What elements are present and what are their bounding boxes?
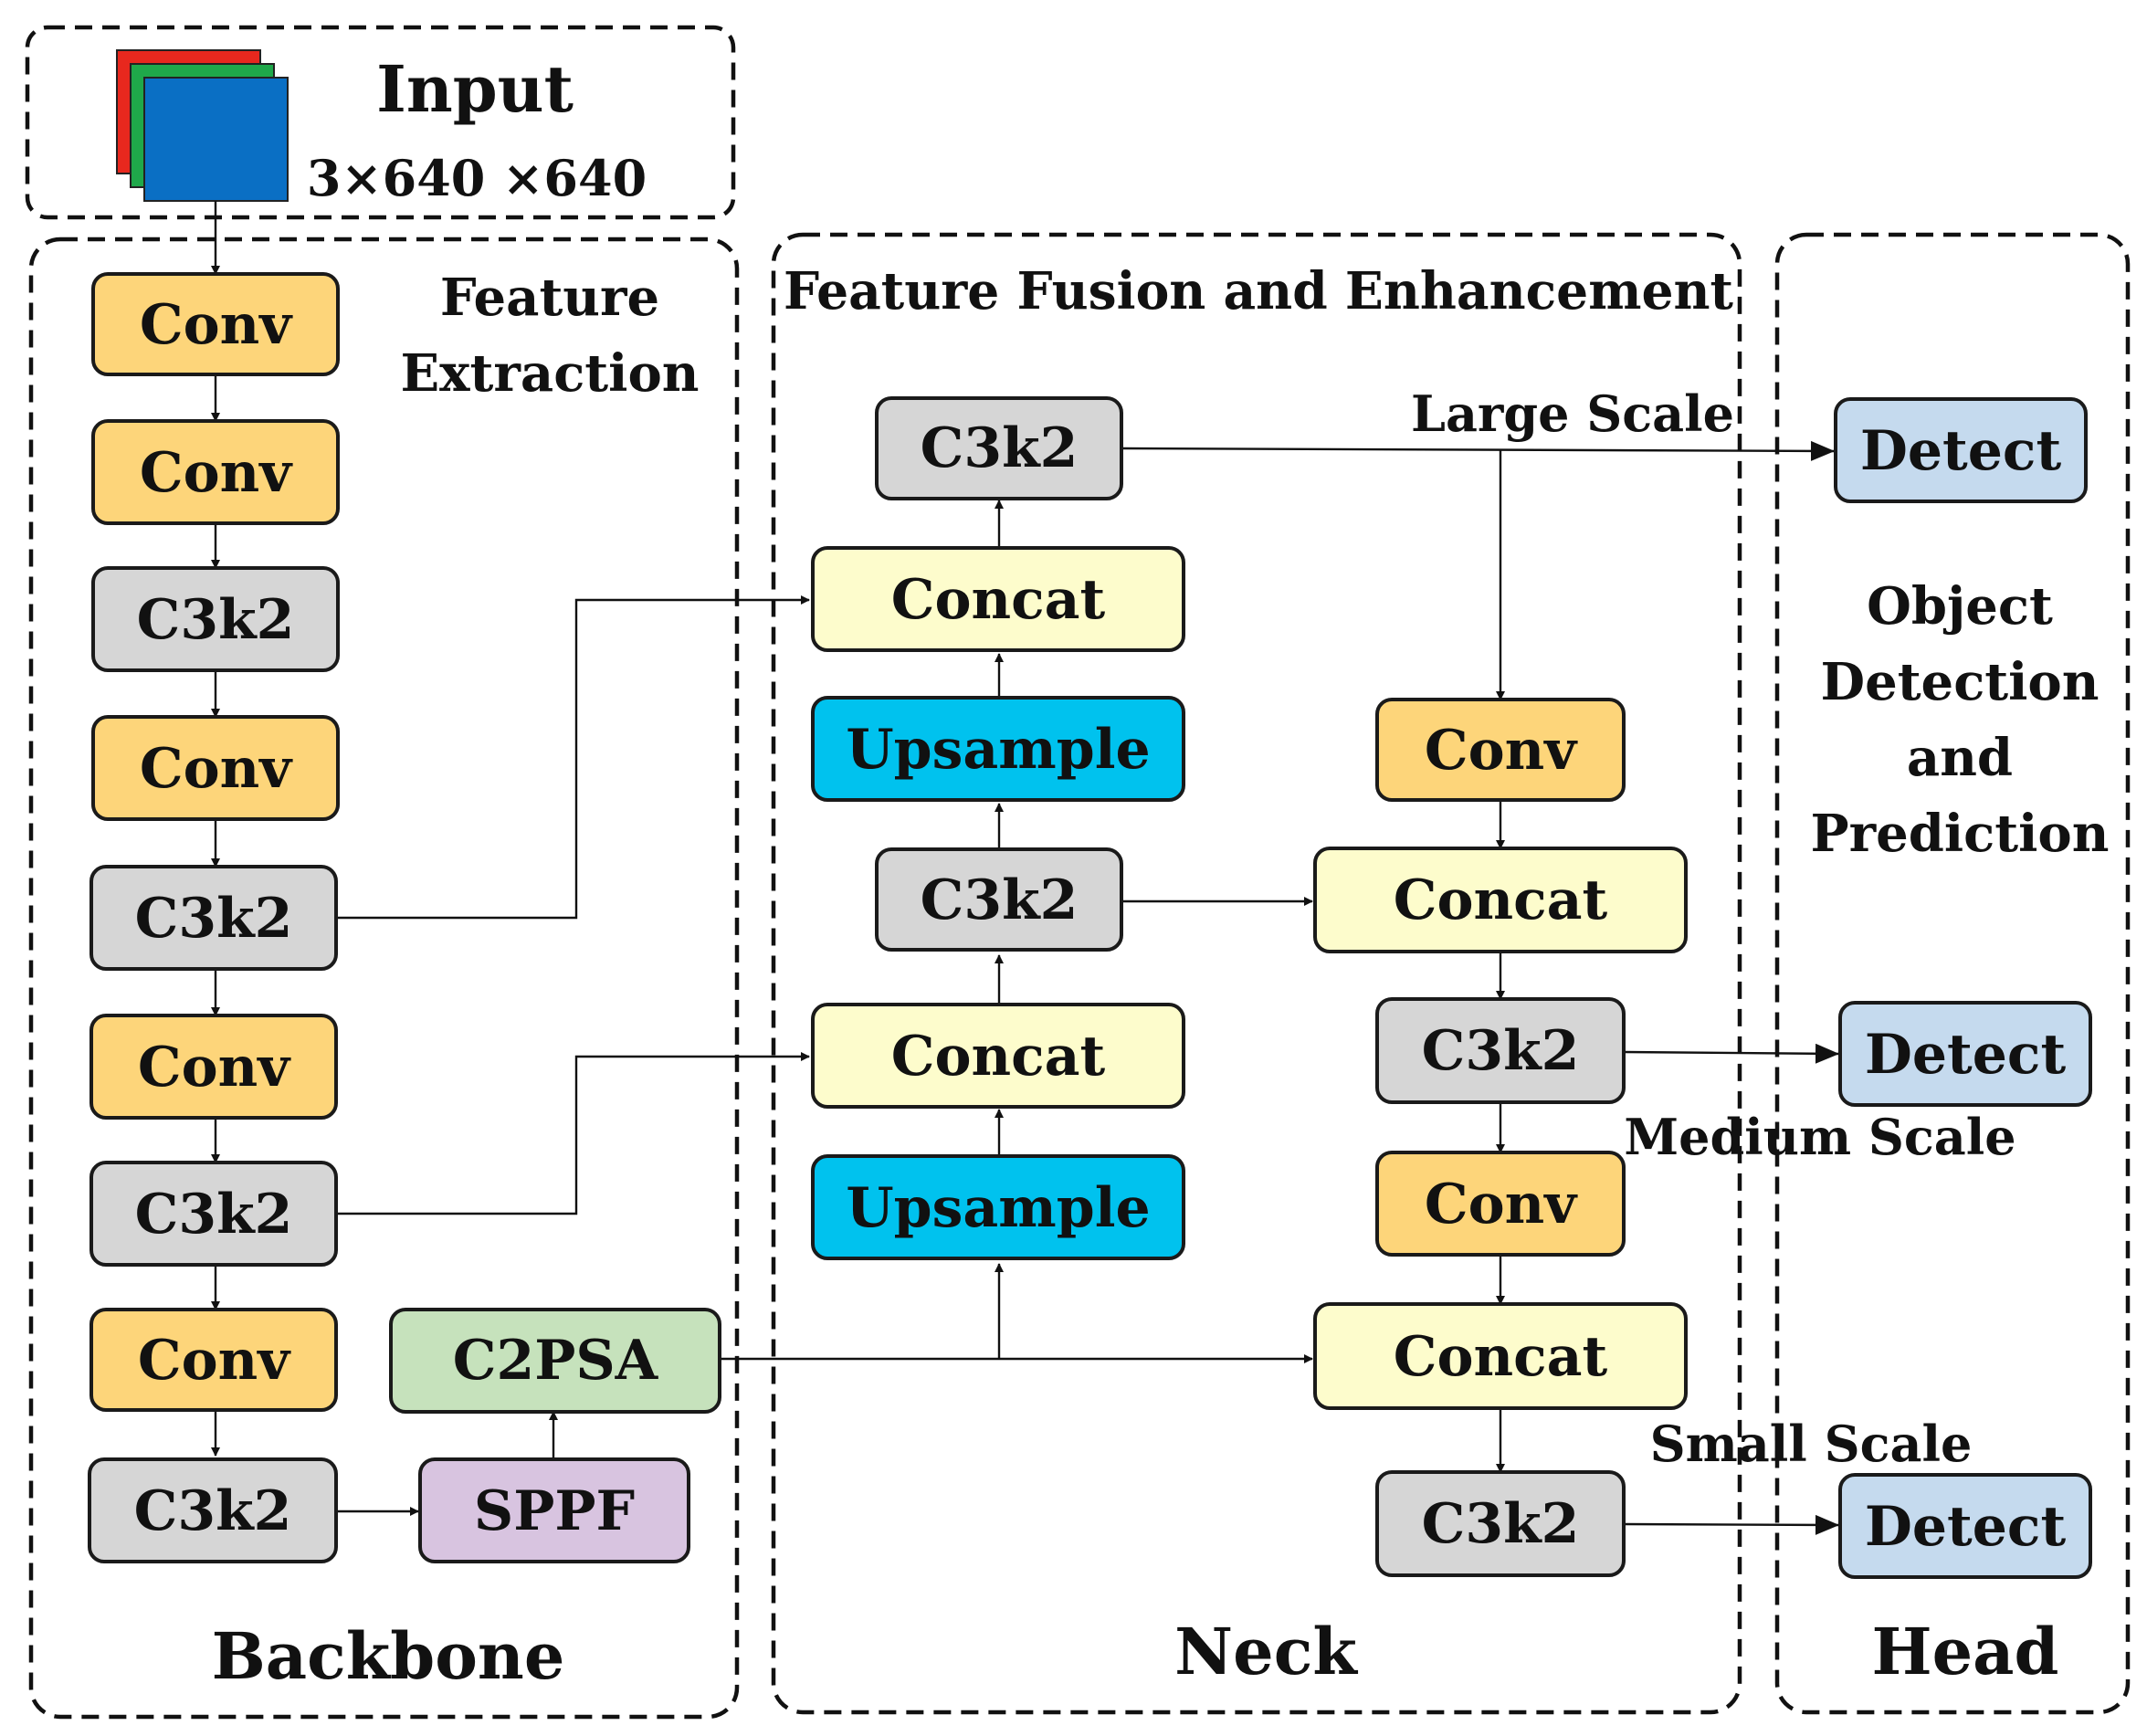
bb-sppf-label: SPPF xyxy=(474,1479,635,1543)
bb-conv1-label: Conv xyxy=(140,293,293,357)
head-title-line4: Prediction xyxy=(1811,804,2110,864)
large-scale-label: Large Scale xyxy=(1411,384,1734,443)
bb-c2psa-block: C2PSA xyxy=(389,1308,721,1414)
backbone-panel xyxy=(28,237,740,1720)
blocks: Conv Conv C3k2 Conv C3k2 Conv C3k2 Conv xyxy=(88,272,2092,1579)
nk-concat2-block: Concat xyxy=(811,1003,1185,1109)
arrow-skip-p3 xyxy=(336,1052,810,1215)
bb-conv4-label: Conv xyxy=(138,1036,291,1099)
arrow-small-detect xyxy=(1623,1514,1839,1535)
nk-concat2-label: Concat xyxy=(891,1025,1106,1089)
nk-concat1-label: Concat xyxy=(891,568,1106,632)
arrow-large-detect xyxy=(1121,440,1835,461)
nk-upsample1-block: Upsample xyxy=(811,696,1185,802)
backbone-label: Backbone xyxy=(212,1618,565,1694)
hd-detect-large-block: Detect xyxy=(1834,397,2088,503)
bb-conv1-block: Conv xyxy=(91,272,340,376)
nk-conv2-block: Conv xyxy=(1375,1151,1626,1257)
hd-detect-large-label: Detect xyxy=(1860,419,2062,483)
nk-concat4-block: Concat xyxy=(1313,1302,1688,1410)
bb-conv3-block: Conv xyxy=(91,715,340,821)
nk-c3k2-mid-block: C3k2 xyxy=(875,847,1123,952)
nk-c3k2-r2-block: C3k2 xyxy=(1375,1470,1626,1577)
head-label: Head xyxy=(1872,1614,2059,1689)
neck-title: Feature Fusion and Enhancement xyxy=(784,261,1733,321)
input-shape: 3×640 ×640 xyxy=(307,149,647,207)
nk-concat3-block: Concat xyxy=(1313,847,1688,953)
nk-upsample2-block: Upsample xyxy=(811,1154,1185,1260)
bb-c3k2-1-block: C3k2 xyxy=(91,566,340,672)
head-title-line3: and xyxy=(1907,728,2013,788)
bb-conv2-block: Conv xyxy=(91,419,340,525)
bb-c3k2-4-label: C3k2 xyxy=(134,1479,292,1543)
bb-c2psa-label: C2PSA xyxy=(453,1329,659,1393)
nk-c3k2-top-label: C3k2 xyxy=(921,416,1079,480)
hd-detect-small-block: Detect xyxy=(1838,1473,2092,1579)
bb-conv3-label: Conv xyxy=(140,737,293,801)
input-image-icon xyxy=(116,49,289,202)
nk-concat3-label: Concat xyxy=(1394,868,1608,932)
bb-c3k2-3-block: C3k2 xyxy=(89,1161,338,1267)
input-title: Input xyxy=(376,51,574,127)
bb-c3k2-1-label: C3k2 xyxy=(137,588,295,652)
head-title-line1: Object xyxy=(1867,576,2053,637)
bb-conv5-block: Conv xyxy=(89,1308,338,1412)
small-scale-label: Small Scale xyxy=(1650,1415,1973,1473)
head-panel xyxy=(1774,232,2131,1715)
nk-c3k2-mid-label: C3k2 xyxy=(921,868,1079,932)
nk-conv1-label: Conv xyxy=(1425,719,1578,783)
hd-detect-medium-block: Detect xyxy=(1838,1001,2092,1107)
nk-conv2-label: Conv xyxy=(1425,1173,1578,1236)
hd-detect-small-label: Detect xyxy=(1865,1495,2067,1559)
input-panel xyxy=(25,25,736,220)
nk-c3k2-r1-block: C3k2 xyxy=(1375,997,1626,1104)
bb-conv5-label: Conv xyxy=(138,1329,291,1393)
bb-conv4-block: Conv xyxy=(89,1014,338,1120)
input-blue-channel xyxy=(143,77,289,202)
nk-concat4-label: Concat xyxy=(1394,1325,1608,1389)
arrow-medium-detect xyxy=(1623,1043,1839,1064)
neck-panel xyxy=(771,232,1742,1715)
bb-c3k2-4-block: C3k2 xyxy=(88,1457,338,1563)
backbone-title-line1: Feature xyxy=(440,268,659,328)
nk-conv1-block: Conv xyxy=(1375,698,1626,802)
nk-upsample2-label: Upsample xyxy=(846,1176,1150,1240)
bb-c3k2-3-label: C3k2 xyxy=(135,1183,293,1247)
backbone-title-line2: Extraction xyxy=(400,343,699,404)
nk-upsample1-label: Upsample xyxy=(846,718,1150,782)
nk-c3k2-top-block: C3k2 xyxy=(875,396,1123,500)
medium-scale-label: Medium Scale xyxy=(1624,1108,2015,1166)
neck-label: Neck xyxy=(1174,1614,1358,1689)
hd-detect-medium-label: Detect xyxy=(1865,1023,2067,1087)
nk-concat1-block: Concat xyxy=(811,546,1185,652)
bb-c3k2-2-block: C3k2 xyxy=(89,865,338,971)
connections xyxy=(211,201,1839,1535)
head-title-line2: Detection xyxy=(1821,652,2100,712)
arrow-skip-p4 xyxy=(336,595,810,920)
bb-c3k2-2-label: C3k2 xyxy=(135,887,293,951)
bb-sppf-block: SPPF xyxy=(418,1457,690,1563)
bb-conv2-label: Conv xyxy=(140,441,293,505)
nk-c3k2-r2-label: C3k2 xyxy=(1422,1492,1580,1556)
nk-c3k2-r1-label: C3k2 xyxy=(1422,1019,1580,1083)
